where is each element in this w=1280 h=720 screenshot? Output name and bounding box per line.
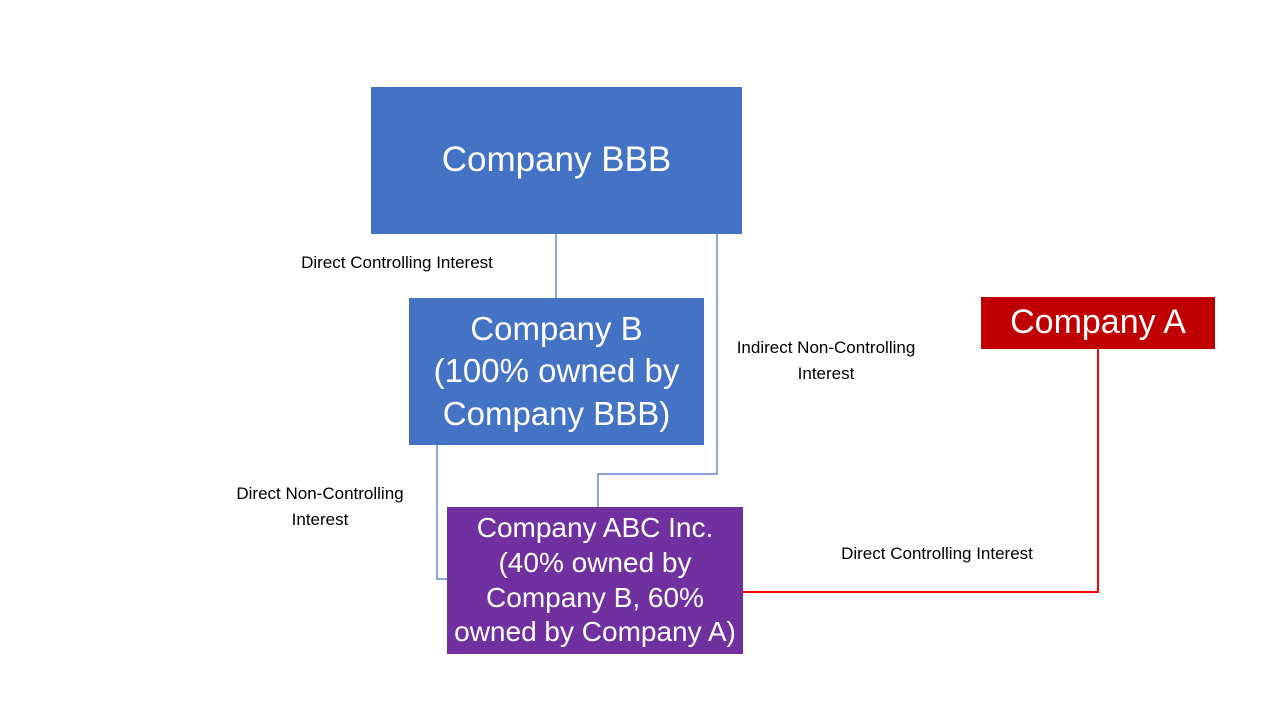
- node-company-b: Company B (100% owned by Company BBB): [409, 298, 704, 445]
- edge-a-to-abc: [743, 349, 1099, 593]
- node-company-abc: Company ABC Inc. (40% owned by Company B…: [447, 507, 743, 654]
- node-company-abc-label: Company ABC Inc. (40% owned by Company B…: [454, 512, 736, 648]
- edge-label-b-abc: Direct Non-Controlling Interest: [236, 484, 404, 529]
- edge-label-bbb-abc: Indirect Non-Controlling Interest: [736, 338, 916, 383]
- edge-label-bbb-b: Direct Controlling Interest: [301, 253, 493, 272]
- edge-label-a-abc: Direct Controlling Interest: [841, 544, 1033, 563]
- edge-bbb-to-abc: [597, 234, 718, 507]
- node-company-a-label: Company A: [1010, 303, 1186, 342]
- node-company-b-label: Company B (100% owned by Company BBB): [433, 310, 680, 432]
- node-company-bbb: Company BBB: [371, 87, 742, 234]
- edge-b-to-abc: [436, 445, 447, 580]
- node-company-a: Company A: [981, 297, 1215, 349]
- node-company-bbb-label: Company BBB: [441, 140, 672, 180]
